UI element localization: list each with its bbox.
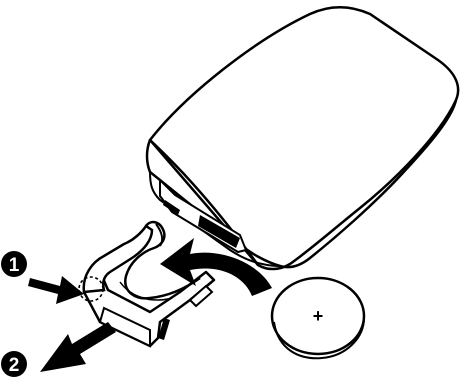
press-arrow [28,276,84,304]
step-2-number: 2 [9,355,20,376]
step-1: 1 [1,251,84,304]
step-2: 2 [1,322,116,377]
coin-battery: + [272,278,364,358]
pull-arrow [40,322,116,372]
remote-control [147,7,458,269]
step-1-number: 1 [9,255,20,276]
battery-polarity-mark: + [313,306,324,326]
